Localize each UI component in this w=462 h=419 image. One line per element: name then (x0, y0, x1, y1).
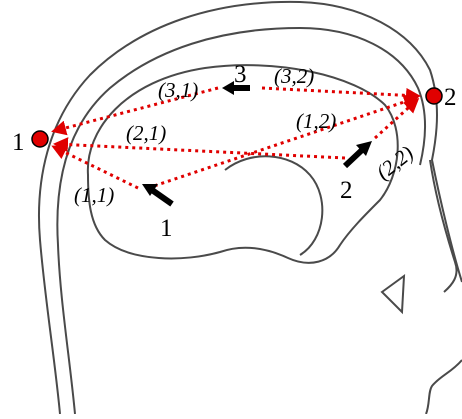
source-2-label: 2 (340, 177, 353, 204)
source-1-label: 1 (160, 215, 173, 242)
face-outline (429, 159, 458, 293)
source-2-arrow-shaft (342, 147, 365, 169)
source-arrows (142, 81, 372, 207)
node-right-label: 2 (444, 84, 457, 111)
path-label-2-1: (2,1) (126, 121, 166, 145)
path-label-1-1: (1,1) (74, 183, 114, 207)
eye-outline (380, 273, 406, 315)
path-label-2-2: (2,2) (372, 141, 418, 185)
path-label-3-1: (3,1) (158, 78, 198, 102)
path-label-1-2: (1,2) (296, 109, 336, 133)
source-3-label: 3 (234, 61, 247, 88)
node-left-dot (31, 130, 49, 148)
path-group (51, 86, 421, 190)
brain-outline (86, 64, 399, 264)
brain-fold-outline (224, 155, 324, 256)
jaw-outline (425, 359, 462, 415)
skull-inner-outline (56, 26, 426, 415)
source-3-arrow-head (222, 81, 234, 95)
source-2-arrow-head (356, 141, 372, 156)
path-2-to-node-1 (53, 137, 346, 160)
node-right-dot (425, 87, 443, 105)
path-2-to-node-2 (373, 97, 420, 140)
source-1-arrow-shaft (150, 187, 174, 207)
path-3-to-node-2 (261, 86, 421, 103)
path-1-to-node-2 (147, 94, 419, 190)
path-3-to-node-1 (51, 86, 219, 136)
path-label-3-2: (3,2) (274, 64, 314, 88)
head-outline (37, 0, 462, 415)
node-left-label: 1 (12, 129, 25, 156)
source-1-arrow-head (142, 184, 158, 196)
path-1-to-node-1 (51, 145, 139, 190)
